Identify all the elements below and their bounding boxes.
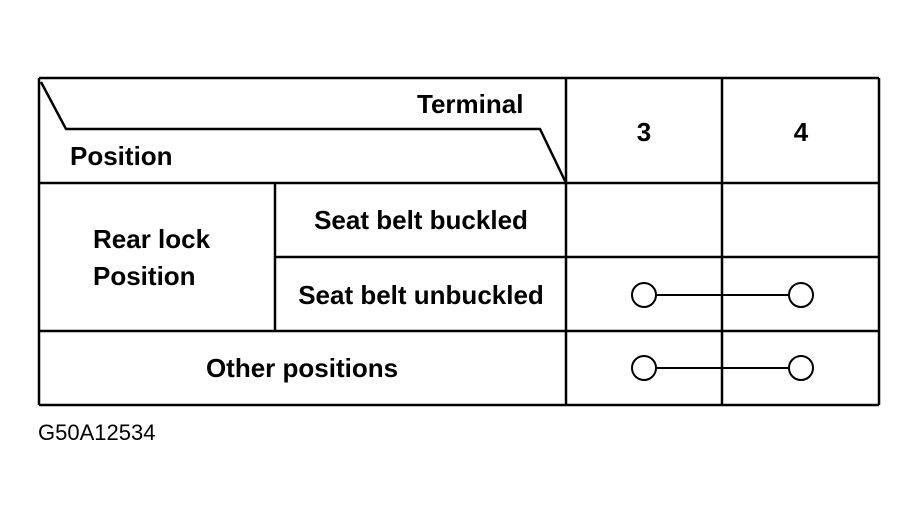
- terminal-header-label: Terminal: [417, 89, 524, 119]
- continuity-row-unbuckled: [631, 282, 814, 308]
- grid-lines: [37, 76, 881, 407]
- terminal-4-circle: [788, 282, 814, 308]
- continuity-row-other: [631, 355, 814, 381]
- terminal-3-circle: [631, 355, 657, 381]
- other-positions-label: Other positions: [205, 353, 399, 383]
- terminal-3-label: 3: [636, 117, 652, 147]
- seat-belt-unbuckled-label: Seat belt unbuckled: [298, 280, 544, 310]
- figure-id: G50A12534: [38, 420, 156, 445]
- terminal-4-label: 4: [793, 117, 809, 147]
- position-header-label: Position: [70, 141, 173, 171]
- seat-belt-buckled-label: Seat belt buckled: [314, 205, 528, 235]
- terminal-3-circle: [631, 282, 657, 308]
- header-diagonal-divider: [39, 81, 568, 184]
- terminal-4-circle: [788, 355, 814, 381]
- rear-lock-label: Rear lock: [93, 224, 211, 254]
- rear-lock-position-label: Position: [93, 261, 196, 291]
